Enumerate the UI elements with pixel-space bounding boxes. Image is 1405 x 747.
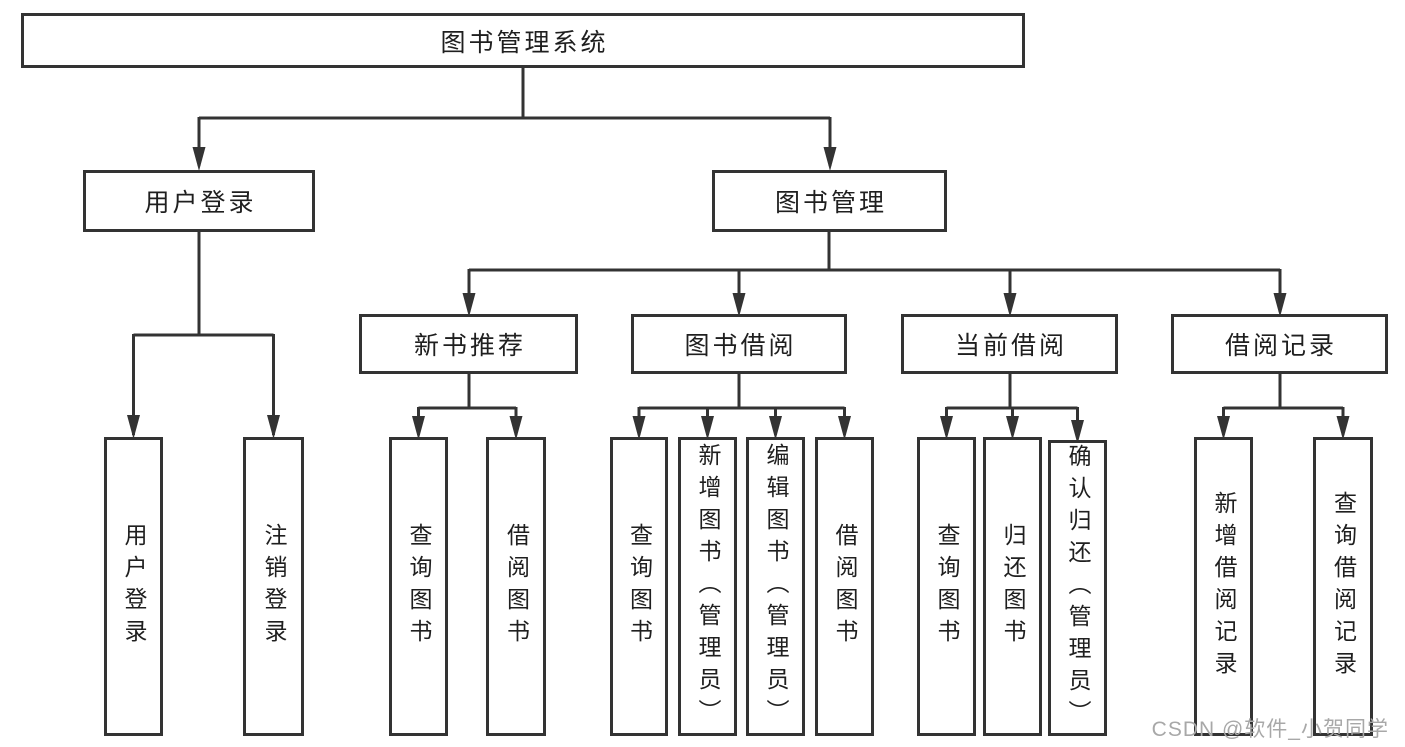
node-library-system: 图书管理系统 xyxy=(21,13,1025,68)
leaf-query-books-borrow: 查询图书 xyxy=(610,437,668,736)
node-user-login: 用户登录 xyxy=(83,170,315,232)
leaf-return-book: 归还图书 xyxy=(983,437,1042,736)
node-current-borrow: 当前借阅 xyxy=(901,314,1118,374)
node-label: 查询图书 xyxy=(626,522,653,651)
node-label: 查询图书 xyxy=(934,522,960,651)
node-label: 新书推荐 xyxy=(413,332,526,360)
node-label: 查询借阅记录 xyxy=(1330,490,1357,683)
leaf-add-borrow-record: 新增借阅记录 xyxy=(1194,437,1253,736)
node-label: 当前借阅 xyxy=(954,332,1067,360)
leaf-query-borrow-record: 查询借阅记录 xyxy=(1313,437,1373,736)
node-label: 查询图书 xyxy=(406,522,432,651)
node-label: 借阅图书 xyxy=(832,522,858,651)
node-borrow-records: 借阅记录 xyxy=(1171,314,1388,374)
node-book-borrow: 图书借阅 xyxy=(631,314,847,374)
node-label: 用户登录 xyxy=(121,522,147,651)
leaf-query-books-recommend: 查询图书 xyxy=(389,437,448,736)
node-label: 新增借阅记录 xyxy=(1211,490,1237,683)
node-label: 借阅记录 xyxy=(1224,332,1337,360)
node-label: 归还图书 xyxy=(1000,522,1026,651)
node-label: 确认归还（管理员） xyxy=(1065,444,1091,732)
node-new-book-recommend: 新书推荐 xyxy=(359,314,578,374)
leaf-logout: 注销登录 xyxy=(243,437,304,736)
leaf-user-login: 用户登录 xyxy=(104,437,163,736)
leaf-edit-book-admin: 编辑图书（管理员） xyxy=(746,437,805,736)
node-label: 注销登录 xyxy=(261,522,287,651)
node-label: 图书借阅 xyxy=(684,332,797,360)
node-label: 图书管理 xyxy=(774,189,887,217)
leaf-borrow-books-recommend: 借阅图书 xyxy=(486,437,546,736)
node-label: 编辑图书（管理员） xyxy=(763,442,789,731)
node-book-management: 图书管理 xyxy=(712,170,947,232)
node-label: 借阅图书 xyxy=(503,522,530,651)
leaf-add-book-admin: 新增图书（管理员） xyxy=(678,437,737,736)
node-label: 新增图书（管理员） xyxy=(695,442,721,731)
leaf-confirm-return-admin: 确认归还（管理员） xyxy=(1048,440,1107,736)
node-label: 用户登录 xyxy=(144,189,257,217)
leaf-borrow-books-borrow: 借阅图书 xyxy=(815,437,874,736)
leaf-query-books-current: 查询图书 xyxy=(917,437,976,736)
csdn-watermark: CSDN @软件_小贺同学 xyxy=(1151,718,1389,741)
node-label: 图书管理系统 xyxy=(440,28,609,57)
